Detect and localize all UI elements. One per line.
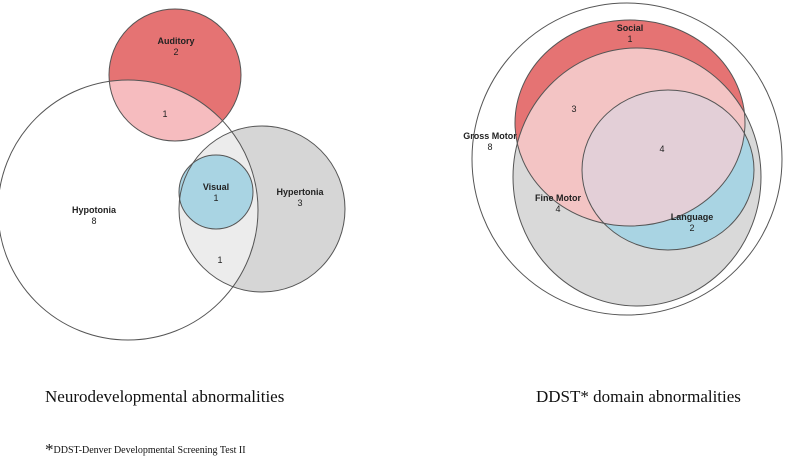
hypertonia-label: Hypertonia <box>276 187 324 197</box>
fine-motor-count: 4 <box>555 204 560 214</box>
language-outline <box>581 89 755 251</box>
social-fine-motor-count: 3 <box>571 104 576 114</box>
right-venn-diagram: Social 1 3 4 Gross Motor 8 Fine Motor 4 … <box>463 2 783 316</box>
hypotonia-label: Hypotonia <box>72 205 117 215</box>
hypotonia-count: 8 <box>91 216 96 226</box>
hypertonia-outline <box>178 125 346 293</box>
auditory-hypotonia-count: 1 <box>162 109 167 119</box>
hypotonia-circle <box>0 80 258 340</box>
footnote-marker: * <box>45 440 54 459</box>
hypotonia-outline <box>0 79 259 341</box>
fine-motor-outline <box>512 47 762 307</box>
visual-count: 1 <box>213 193 218 203</box>
hypertonia-count: 3 <box>297 198 302 208</box>
auditory-label: Auditory <box>158 36 195 46</box>
social-outline <box>514 19 746 227</box>
auditory-outline <box>108 8 242 142</box>
footnote: *DDST-Denver Developmental Screening Tes… <box>45 440 246 460</box>
right-diagram-caption: DDST* domain abnormalities <box>536 387 741 406</box>
left-venn-diagram: Auditory 2 1 Hypotonia 8 Visual 1 Hypert… <box>0 8 346 341</box>
left-diagram-caption: Neurodevelopmental abnormalities <box>45 387 285 406</box>
social-label: Social <box>617 23 644 33</box>
social-count: 1 <box>627 34 632 44</box>
auditory-count: 2 <box>173 47 178 57</box>
social-language-fine-motor-count: 4 <box>659 144 664 154</box>
language-count: 2 <box>689 223 694 233</box>
hypotonia-hypertonia-count: 1 <box>217 255 222 265</box>
gross-motor-outline <box>471 2 783 316</box>
visual-outline <box>178 154 254 230</box>
gross-motor-count: 8 <box>487 142 492 152</box>
visual-circle <box>179 155 253 229</box>
gross-motor-label: Gross Motor <box>463 131 517 141</box>
footnote-text: DDST-Denver Developmental Screening Test… <box>53 445 246 456</box>
fine-motor-label: Fine Motor <box>535 193 581 203</box>
visual-label: Visual <box>203 182 229 192</box>
language-label: Language <box>671 212 714 222</box>
